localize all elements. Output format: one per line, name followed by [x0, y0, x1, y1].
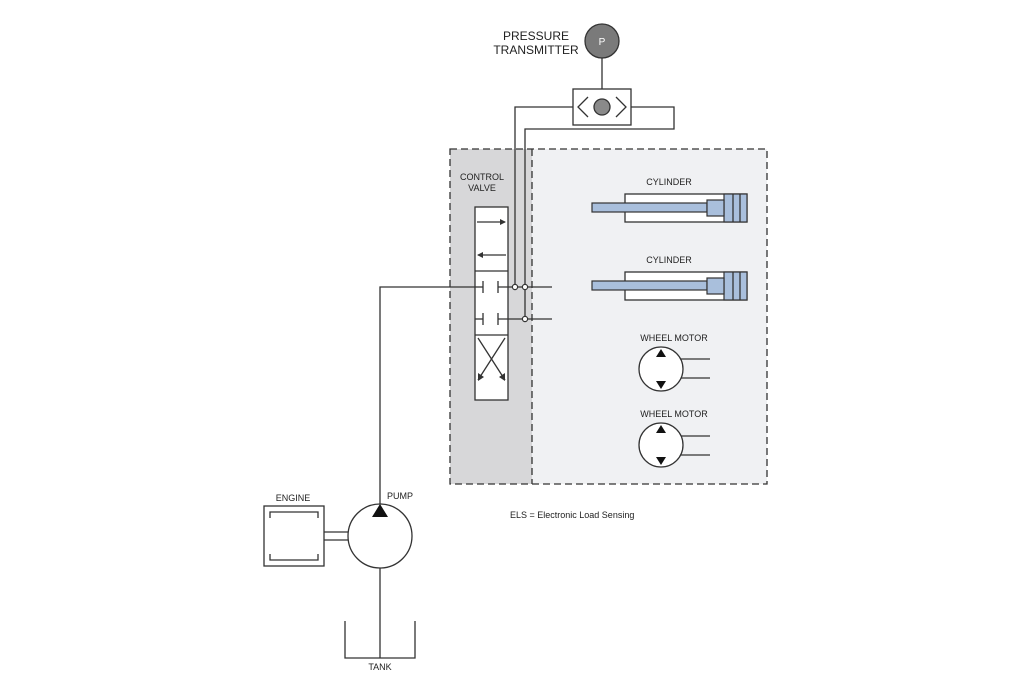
cylinder-2-piston: [723, 271, 748, 301]
control-valve-label-2: VALVE: [468, 183, 496, 193]
cylinder-1-label: CYLINDER: [646, 177, 692, 187]
engine-inner-top: [269, 511, 319, 518]
wheel-motor-1-icon: [638, 346, 684, 392]
control-valve-label-1: CONTROL: [460, 172, 504, 182]
wheel-motor-1-arrow-down: [656, 381, 666, 389]
pressure-line: [379, 286, 475, 505]
tank-icon: [344, 621, 416, 659]
cylinder-2-label: CYLINDER: [646, 255, 692, 265]
valve-arrowhead-4: [499, 373, 505, 381]
ls-line-right: [524, 106, 675, 319]
cylinder-2-piston-rim: [706, 277, 725, 295]
legend-text: ELS = Electronic Load Sensing: [510, 510, 634, 520]
pump-label: PUMP: [387, 491, 413, 501]
shuttle-ball-icon: [593, 98, 611, 116]
engine-label: ENGINE: [276, 493, 311, 503]
pressure-transmitter-label-2: TRANSMITTER: [493, 43, 579, 57]
valve-arrowhead-3: [478, 373, 484, 381]
valve-arrowhead-1: [500, 219, 506, 225]
wheel-motor-1-label: WHEEL MOTOR: [640, 333, 708, 343]
wheel-motor-2-arrow-down: [656, 457, 666, 465]
valve-arrowhead-2: [477, 252, 483, 258]
engine-inner-bottom: [269, 554, 319, 561]
cylinder-1-rod: [591, 202, 708, 213]
junction-2: [521, 283, 529, 291]
control-valve-body: [474, 206, 509, 401]
wheel-motor-2-icon: [638, 422, 684, 468]
cylinder-2-rod: [591, 280, 708, 291]
ls-line-left: [514, 106, 573, 287]
pressure-gauge-symbol: P: [599, 37, 606, 48]
system-boundary: [449, 148, 768, 485]
shuttle-right-seat: [615, 96, 627, 118]
pressure-transmitter-label-1: PRESSURE: [503, 29, 569, 43]
engine-icon: [263, 505, 325, 567]
tank-label: TANK: [368, 662, 391, 672]
wheel-motor-2-arrow-up: [656, 425, 666, 433]
valve-cross-2: [477, 337, 506, 381]
junction-3: [521, 315, 529, 323]
wheel-motor-1-arrow-up: [656, 349, 666, 357]
cylinder-1-piston: [723, 193, 748, 223]
wheel-motor-2-label: WHEEL MOTOR: [640, 409, 708, 419]
cylinder-1-piston-rim: [706, 199, 725, 217]
pump-arrow-icon: [372, 504, 388, 517]
shuttle-left-seat: [577, 96, 589, 118]
junction-1: [511, 283, 519, 291]
